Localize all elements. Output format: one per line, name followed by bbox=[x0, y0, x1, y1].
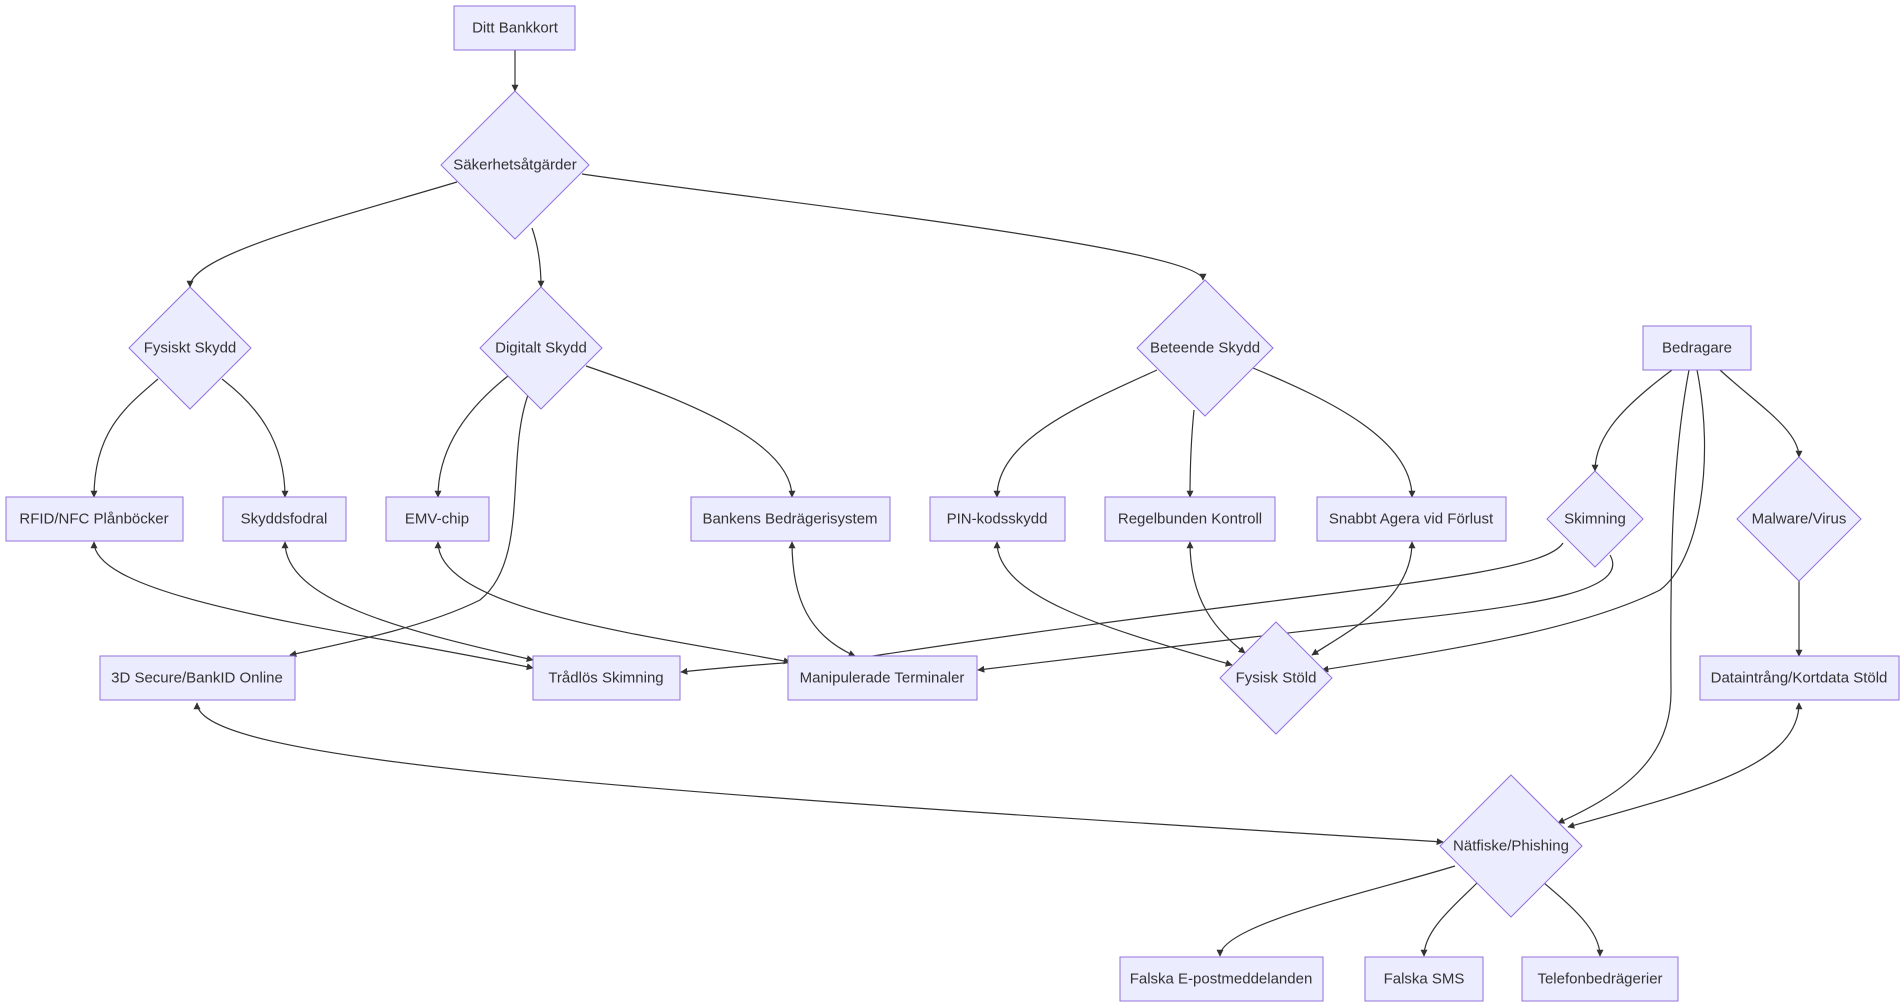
edge-fysiskt-rfid bbox=[90, 378, 159, 498]
node-sakerhet-diamond bbox=[440, 90, 590, 240]
node-layer: Ditt Bankkort Säkerhetsåtgärder Fysiskt … bbox=[5, 5, 1900, 1002]
node-skimning-label: Skimning bbox=[1564, 511, 1626, 528]
node-tradlos-box bbox=[532, 655, 681, 701]
node-rfid-box bbox=[5, 496, 184, 542]
node-beteende-diamond bbox=[1136, 279, 1274, 417]
edge-emv-terminaler bbox=[434, 541, 791, 665]
node-kontroll-box bbox=[1104, 496, 1276, 542]
node-digitalt-diamond bbox=[479, 286, 603, 410]
node-dataintrang-box bbox=[1699, 655, 1900, 701]
node-skyddsfodral-label: Skyddsfodral bbox=[241, 511, 328, 528]
node-bedragare-box bbox=[1642, 325, 1752, 371]
node-snabbt-box bbox=[1316, 496, 1507, 542]
node-sakerhet-label: Säkerhetsåtgärder bbox=[453, 157, 576, 174]
edge-snabbt-stold bbox=[1311, 541, 1416, 656]
node-fysiskt-label: Fysiskt Skydd bbox=[144, 340, 237, 357]
edge-secure3d-natfiske bbox=[193, 702, 1444, 846]
node-emv-label: EMV-chip bbox=[405, 511, 469, 528]
node-fysiskt-diamond bbox=[128, 286, 252, 410]
node-bedragerisystem-box bbox=[690, 496, 891, 542]
node-bankkort-label: Ditt Bankkort bbox=[472, 20, 559, 37]
node-malware-label: Malware/Virus bbox=[1752, 511, 1847, 528]
node-tradlos-label: Trådlös Skimning bbox=[548, 670, 663, 687]
node-natfiske-diamond bbox=[1439, 774, 1583, 918]
edge-fysiskt-skyddsfodral bbox=[221, 378, 289, 498]
node-rfid-label: RFID/NFC Plånböcker bbox=[19, 511, 168, 528]
node-telefon-box bbox=[1521, 956, 1679, 1002]
edge-layer bbox=[90, 50, 1803, 957]
edge-natfiske-telefon bbox=[1543, 882, 1604, 957]
node-stold-label: Fysisk Stöld bbox=[1236, 670, 1317, 687]
edge-bedragare-skimning bbox=[1591, 369, 1673, 472]
node-bedragerisystem-label: Bankens Bedrägerisystem bbox=[702, 511, 877, 528]
edge-pin-stold bbox=[993, 541, 1233, 667]
node-beteende-label: Beteende Skydd bbox=[1150, 340, 1260, 357]
node-malware-diamond bbox=[1736, 456, 1862, 582]
node-secure3d-label: 3D Secure/BankID Online bbox=[111, 670, 283, 687]
edge-beteende-snabbt bbox=[1252, 367, 1416, 498]
node-snabbt-label: Snabbt Agera vid Förlust bbox=[1329, 511, 1494, 528]
node-digitalt-label: Digitalt Skydd bbox=[495, 340, 587, 357]
node-sms-box bbox=[1364, 956, 1484, 1002]
edge-beteende-kontroll bbox=[1186, 409, 1195, 498]
edge-natfiske-epost bbox=[1216, 865, 1456, 957]
edge-bedragare-natfiske bbox=[1557, 369, 1690, 824]
node-sms-label: Falska SMS bbox=[1384, 971, 1465, 988]
edge-digitalt-emv bbox=[434, 375, 509, 498]
node-pin-box bbox=[929, 496, 1066, 542]
edge-sakerhet-digitalt bbox=[531, 227, 545, 288]
edge-digitalt-bedragerisystem bbox=[585, 365, 796, 498]
node-natfiske-label: Nätfiske/Phishing bbox=[1453, 838, 1569, 855]
edge-sakerhet-fysiskt bbox=[186, 181, 458, 288]
node-epost-box bbox=[1119, 956, 1324, 1002]
node-epost-label: Falska E-postmeddelanden bbox=[1130, 971, 1313, 988]
node-secure3d-box bbox=[99, 655, 296, 701]
node-dataintrang-label: Dataintrång/Kortdata Stöld bbox=[1711, 670, 1888, 687]
edge-sakerhet-beteende bbox=[581, 173, 1207, 281]
edge-skyddsfodral-tradlos bbox=[281, 541, 534, 663]
edge-rfid-tradlos bbox=[90, 541, 534, 671]
node-telefon-label: Telefonbedrägerier bbox=[1537, 971, 1662, 988]
edge-beteende-pin bbox=[993, 369, 1158, 498]
edge-dataintrang-natfiske bbox=[1567, 702, 1803, 829]
node-emv-box bbox=[385, 496, 490, 542]
node-terminaler-label: Manipulerade Terminaler bbox=[800, 670, 965, 687]
node-stold-diamond bbox=[1219, 621, 1333, 735]
edge-bedragerisystem-terminaler bbox=[788, 541, 856, 657]
edge-kontroll-stold bbox=[1186, 541, 1246, 654]
node-bedragare-label: Bedragare bbox=[1662, 340, 1732, 357]
node-kontroll-label: Regelbunden Kontroll bbox=[1118, 511, 1262, 528]
edge-bedragare-malware bbox=[1719, 369, 1803, 458]
node-terminaler-box bbox=[787, 655, 978, 701]
edge-natfiske-sms bbox=[1420, 882, 1478, 957]
node-skimning-diamond bbox=[1546, 470, 1644, 568]
edge-bedragare-stold bbox=[1321, 369, 1706, 673]
node-skyddsfodral-box bbox=[222, 496, 347, 542]
node-pin-label: PIN-kodsskydd bbox=[947, 511, 1048, 528]
node-bankkort-box bbox=[453, 5, 576, 51]
